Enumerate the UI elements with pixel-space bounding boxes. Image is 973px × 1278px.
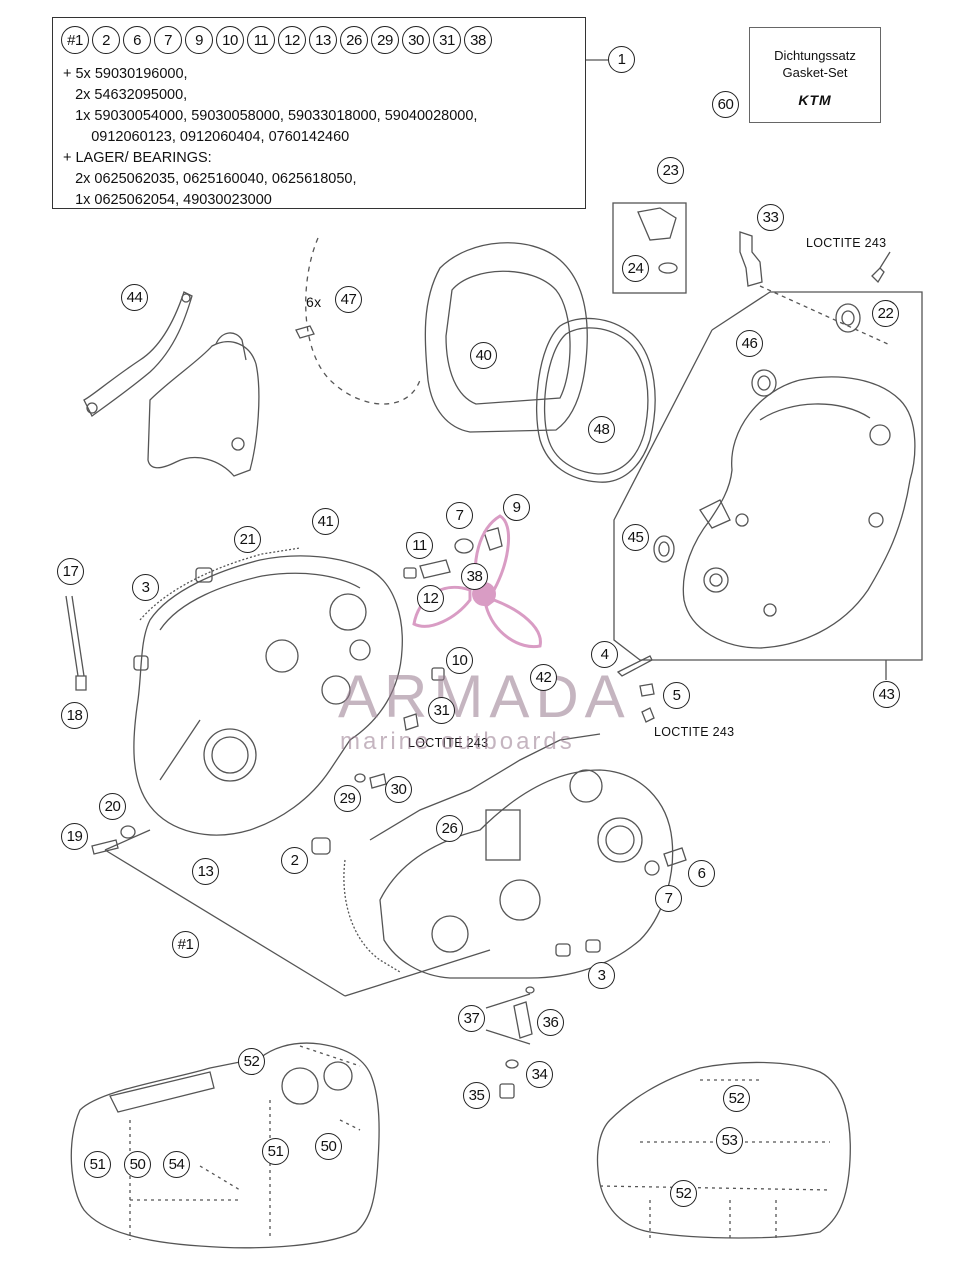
callout-50-right[interactable]: 50 [315, 1133, 342, 1160]
callout-12[interactable]: 12 [417, 585, 444, 612]
oil-plug-box [612, 202, 687, 294]
parts-set-circle[interactable]: 7 [154, 26, 182, 54]
callout-34[interactable]: 34 [526, 1061, 553, 1088]
callout-19[interactable]: 19 [61, 823, 88, 850]
callout-43[interactable]: 43 [873, 681, 900, 708]
callout-18[interactable]: 18 [61, 702, 88, 729]
callout-20[interactable]: 20 [99, 793, 126, 820]
callout-1[interactable]: 1 [608, 46, 635, 73]
parts-set-circle[interactable]: 11 [247, 26, 275, 54]
callout-1-case[interactable]: #1 [172, 931, 199, 958]
callout-52-bottom-right[interactable]: 52 [670, 1180, 697, 1207]
callout-9[interactable]: 9 [503, 494, 530, 521]
parts-set-circle[interactable]: 9 [185, 26, 213, 54]
callout-17[interactable]: 17 [57, 558, 84, 585]
parts-set-lines: + 5x 59030196000, 2x 54632095000, 1x 590… [63, 64, 477, 211]
callout-52-left[interactable]: 52 [238, 1048, 265, 1075]
callout-60[interactable]: 60 [712, 91, 739, 118]
callout-54[interactable]: 54 [163, 1151, 190, 1178]
callout-7-bottom[interactable]: 7 [655, 885, 682, 912]
gasket-set-title-de: Dichtungssatz [774, 48, 856, 63]
callout-10[interactable]: 10 [446, 647, 473, 674]
parts-set-circle[interactable]: 26 [340, 26, 368, 54]
callout-52-top-right[interactable]: 52 [723, 1085, 750, 1112]
loctite-note-5: LOCTITE 243 [654, 725, 735, 739]
callout-26[interactable]: 26 [436, 815, 463, 842]
callout-38[interactable]: 38 [461, 563, 488, 590]
parts-set-line: 0912060123, 0912060404, 0760142460 [63, 129, 350, 145]
callout-50-left[interactable]: 50 [124, 1151, 151, 1178]
callout-40[interactable]: 40 [470, 342, 497, 369]
callout-31[interactable]: 31 [428, 697, 455, 724]
parts-set-line: 2x 54632095000, [63, 87, 188, 103]
callout-51-right[interactable]: 51 [262, 1138, 289, 1165]
callout-23[interactable]: 23 [657, 157, 684, 184]
callout-37[interactable]: 37 [458, 1005, 485, 1032]
callout-44[interactable]: 44 [121, 284, 148, 311]
callout-21[interactable]: 21 [234, 526, 261, 553]
parts-set-line: 1x 0625062054, 49030023000 [63, 192, 272, 208]
parts-set-line: 2x 0625062035, 0625160040, 0625618050, [63, 171, 357, 187]
gasket-set-box: Dichtungssatz Gasket-Set KTM [749, 27, 881, 123]
parts-set-circle[interactable]: 2 [92, 26, 120, 54]
parts-set-circle[interactable]: 31 [433, 26, 461, 54]
callout-22[interactable]: 22 [872, 300, 899, 327]
callout-51-left[interactable]: 51 [84, 1151, 111, 1178]
callout-29[interactable]: 29 [334, 785, 361, 812]
parts-set-circle[interactable]: 10 [216, 26, 244, 54]
watermark-title: ARMADA [338, 663, 631, 730]
callout-33[interactable]: 33 [757, 204, 784, 231]
callout-13[interactable]: 13 [192, 858, 219, 885]
callout-3-left[interactable]: 3 [132, 574, 159, 601]
callout-6[interactable]: 6 [688, 860, 715, 887]
watermark-subtitle: marine outboards [340, 728, 575, 755]
callout-11[interactable]: 11 [406, 532, 433, 559]
parts-set-circle[interactable]: 6 [123, 26, 151, 54]
parts-set-line: 1x 59030054000, 59030058000, 59033018000… [63, 108, 478, 124]
callout-47[interactable]: 47 [335, 286, 362, 313]
callout-36[interactable]: 36 [537, 1009, 564, 1036]
callout-5[interactable]: 5 [663, 682, 690, 709]
callout-46[interactable]: 46 [736, 330, 763, 357]
callout-24[interactable]: 24 [622, 255, 649, 282]
callout-2[interactable]: 2 [281, 847, 308, 874]
parts-set-circle[interactable]: #1 [61, 26, 89, 54]
callout-53[interactable]: 53 [716, 1127, 743, 1154]
qty-note-47: 6x [306, 294, 322, 310]
loctite-note-22: LOCTITE 243 [806, 236, 887, 250]
callout-7-top[interactable]: 7 [446, 502, 473, 529]
callout-41[interactable]: 41 [312, 508, 339, 535]
parts-set-line: + LAGER/ BEARINGS: [63, 150, 212, 166]
parts-set-circle[interactable]: 12 [278, 26, 306, 54]
callout-35[interactable]: 35 [463, 1082, 490, 1109]
callout-48[interactable]: 48 [588, 416, 615, 443]
parts-set-circle[interactable]: 30 [402, 26, 430, 54]
parts-set-line: + 5x 59030196000, [63, 66, 188, 82]
gasket-set-title-en: Gasket-Set [782, 65, 848, 80]
callout-30[interactable]: 30 [385, 776, 412, 803]
loctite-note-31: LOCTITE 243 [408, 736, 489, 750]
parts-set-circle[interactable]: 13 [309, 26, 337, 54]
callout-4[interactable]: 4 [591, 641, 618, 668]
callout-3-right[interactable]: 3 [588, 962, 615, 989]
parts-set-circle[interactable]: 38 [464, 26, 492, 54]
callout-45[interactable]: 45 [622, 524, 649, 551]
callout-42[interactable]: 42 [530, 664, 557, 691]
parts-set-circle[interactable]: 29 [371, 26, 399, 54]
ktm-logo: KTM [798, 92, 832, 108]
